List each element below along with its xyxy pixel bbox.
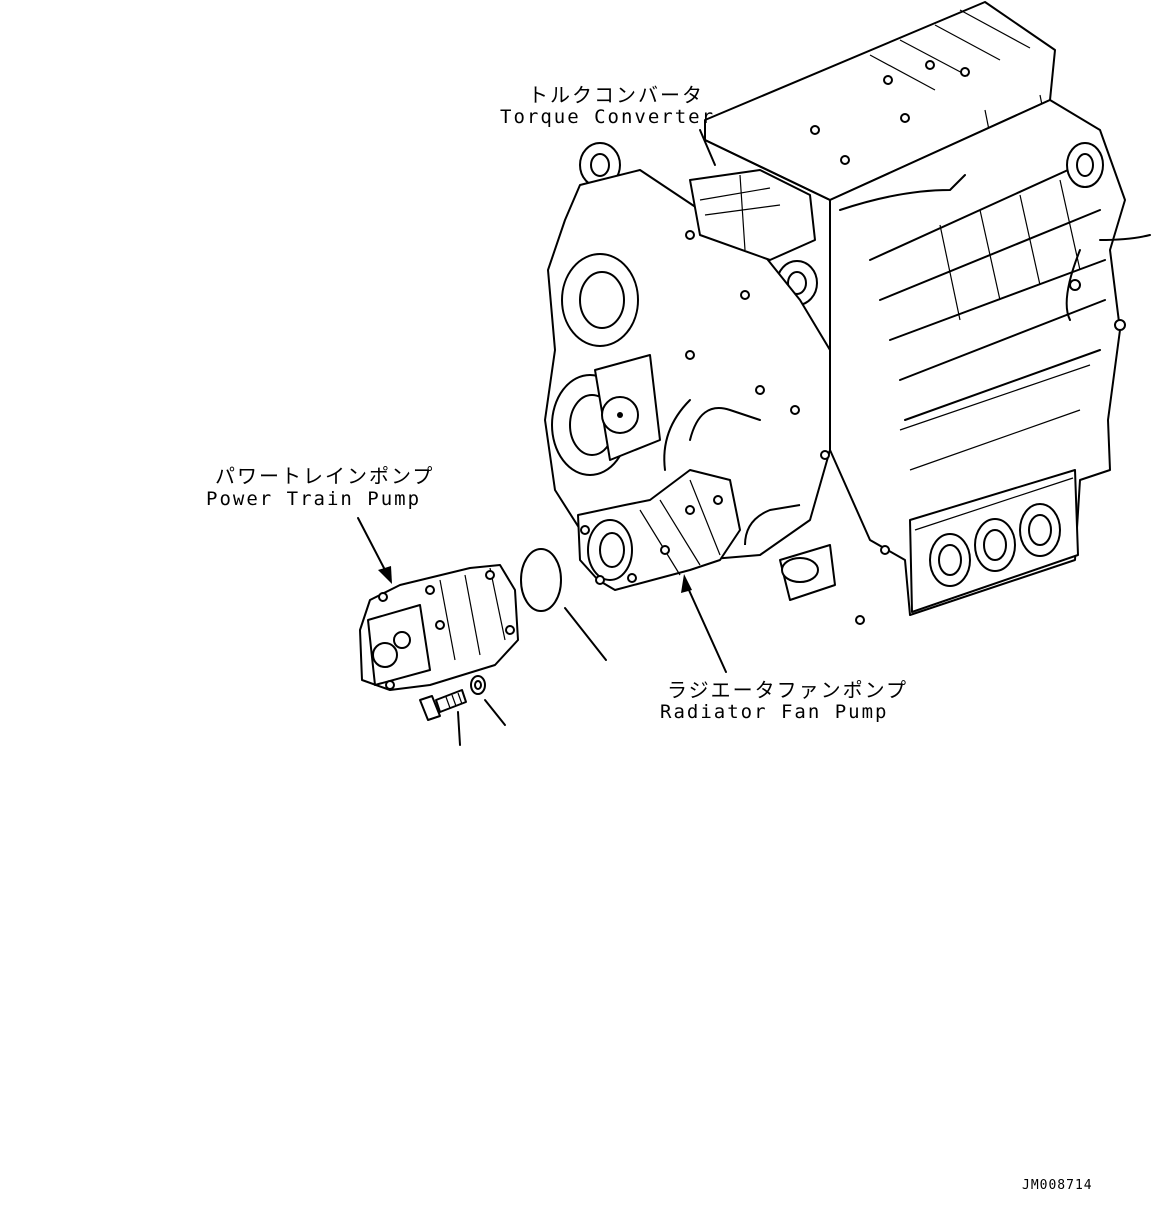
washer <box>470 675 486 695</box>
radiator-fan-pump-label-jp: ラジエータファンポンプ <box>667 678 908 702</box>
drawing-code: JM008714 <box>1022 1178 1093 1193</box>
leader-lines <box>357 129 727 746</box>
torque-converter-label-jp: トルクコンバータ <box>528 83 704 107</box>
mounting-bolt <box>419 689 467 721</box>
engine-block <box>544 1 1151 625</box>
power-train-pump-label-jp: パワートレインポンプ <box>215 464 435 488</box>
torque-converter-label-en: Torque Converter <box>500 106 716 128</box>
power-train-pump <box>359 564 519 691</box>
radiator-fan-pump <box>577 469 741 591</box>
radiator-fan-pump-label-en: Radiator Fan Pump <box>660 701 889 723</box>
power-train-pump-label-en: Power Train Pump <box>206 488 422 510</box>
o-ring <box>520 548 562 612</box>
